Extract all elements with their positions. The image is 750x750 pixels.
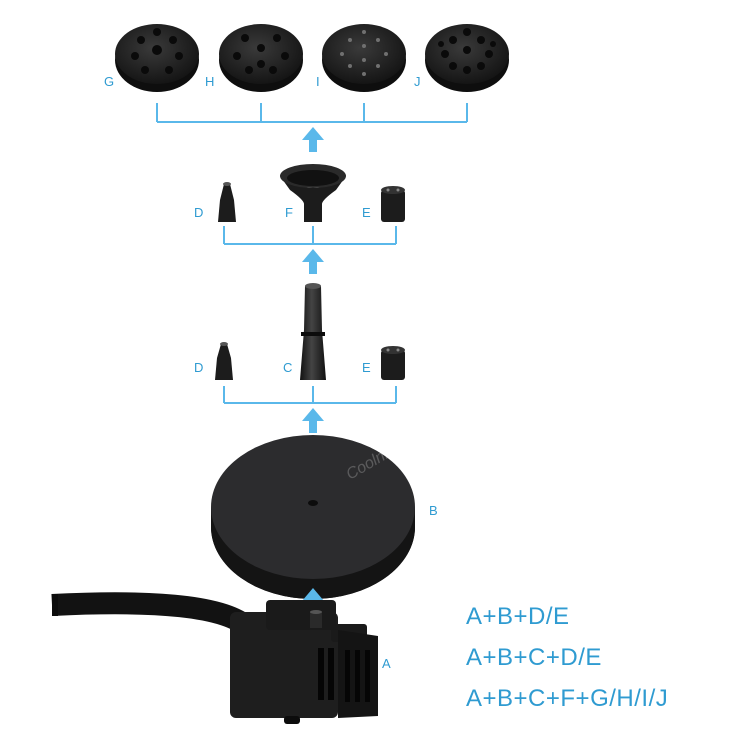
bracket-middle [223, 226, 397, 245]
combination-3: A+B+C+F+G/H/I/J [466, 685, 669, 712]
arrow-up-icon [302, 408, 324, 433]
funnel-nozzle-f [280, 164, 346, 222]
label-e-upper: E [362, 205, 371, 220]
label-f: F [285, 205, 293, 220]
label-d-upper: D [194, 205, 204, 220]
arrow-up-icon [302, 249, 324, 274]
nozzle-head-g [115, 24, 199, 92]
label-h: H [205, 74, 215, 89]
label-e-lower: E [362, 360, 371, 375]
label-j: J [414, 74, 421, 89]
label-i: I [316, 74, 320, 89]
foam-float-b [211, 435, 415, 599]
nozzle-head-i [322, 24, 406, 92]
nozzle-head-j [425, 24, 509, 92]
label-g: G [104, 74, 115, 89]
nozzle-e-upper [381, 186, 405, 222]
arrow-up-icon [302, 127, 324, 152]
combination-2: A+B+C+D/E [466, 644, 602, 671]
label-b: B [429, 503, 438, 518]
bracket-top [156, 103, 468, 123]
label-c: C [283, 360, 293, 375]
combination-1: A+B+D/E [466, 603, 570, 630]
label-d-lower: D [194, 360, 204, 375]
label-a: A [382, 656, 391, 671]
bracket-lower [223, 386, 397, 404]
pump-a [51, 592, 378, 724]
extension-tube-c [300, 283, 326, 380]
nozzle-head-h [219, 24, 303, 92]
nozzle-d-lower [215, 342, 233, 380]
nozzle-e-lower [381, 346, 405, 380]
nozzle-d-upper [218, 182, 236, 222]
